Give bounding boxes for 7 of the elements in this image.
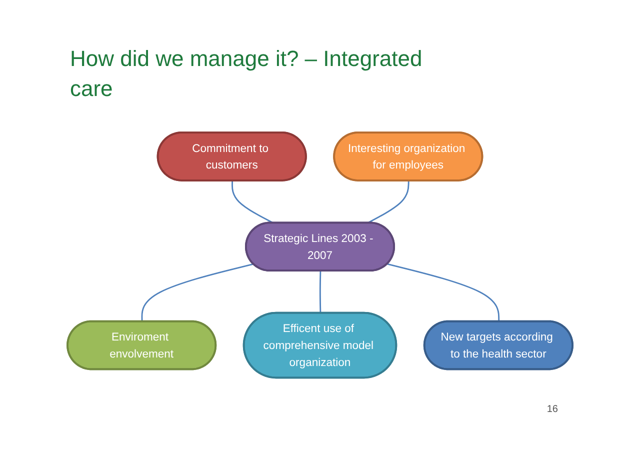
connector <box>141 263 254 322</box>
connector <box>232 180 274 224</box>
connector <box>387 263 500 322</box>
connector <box>319 270 322 314</box>
slide-title: How did we manage it? – Integrated care <box>70 45 424 103</box>
page-number: 16 <box>546 404 558 415</box>
connector <box>366 180 410 224</box>
